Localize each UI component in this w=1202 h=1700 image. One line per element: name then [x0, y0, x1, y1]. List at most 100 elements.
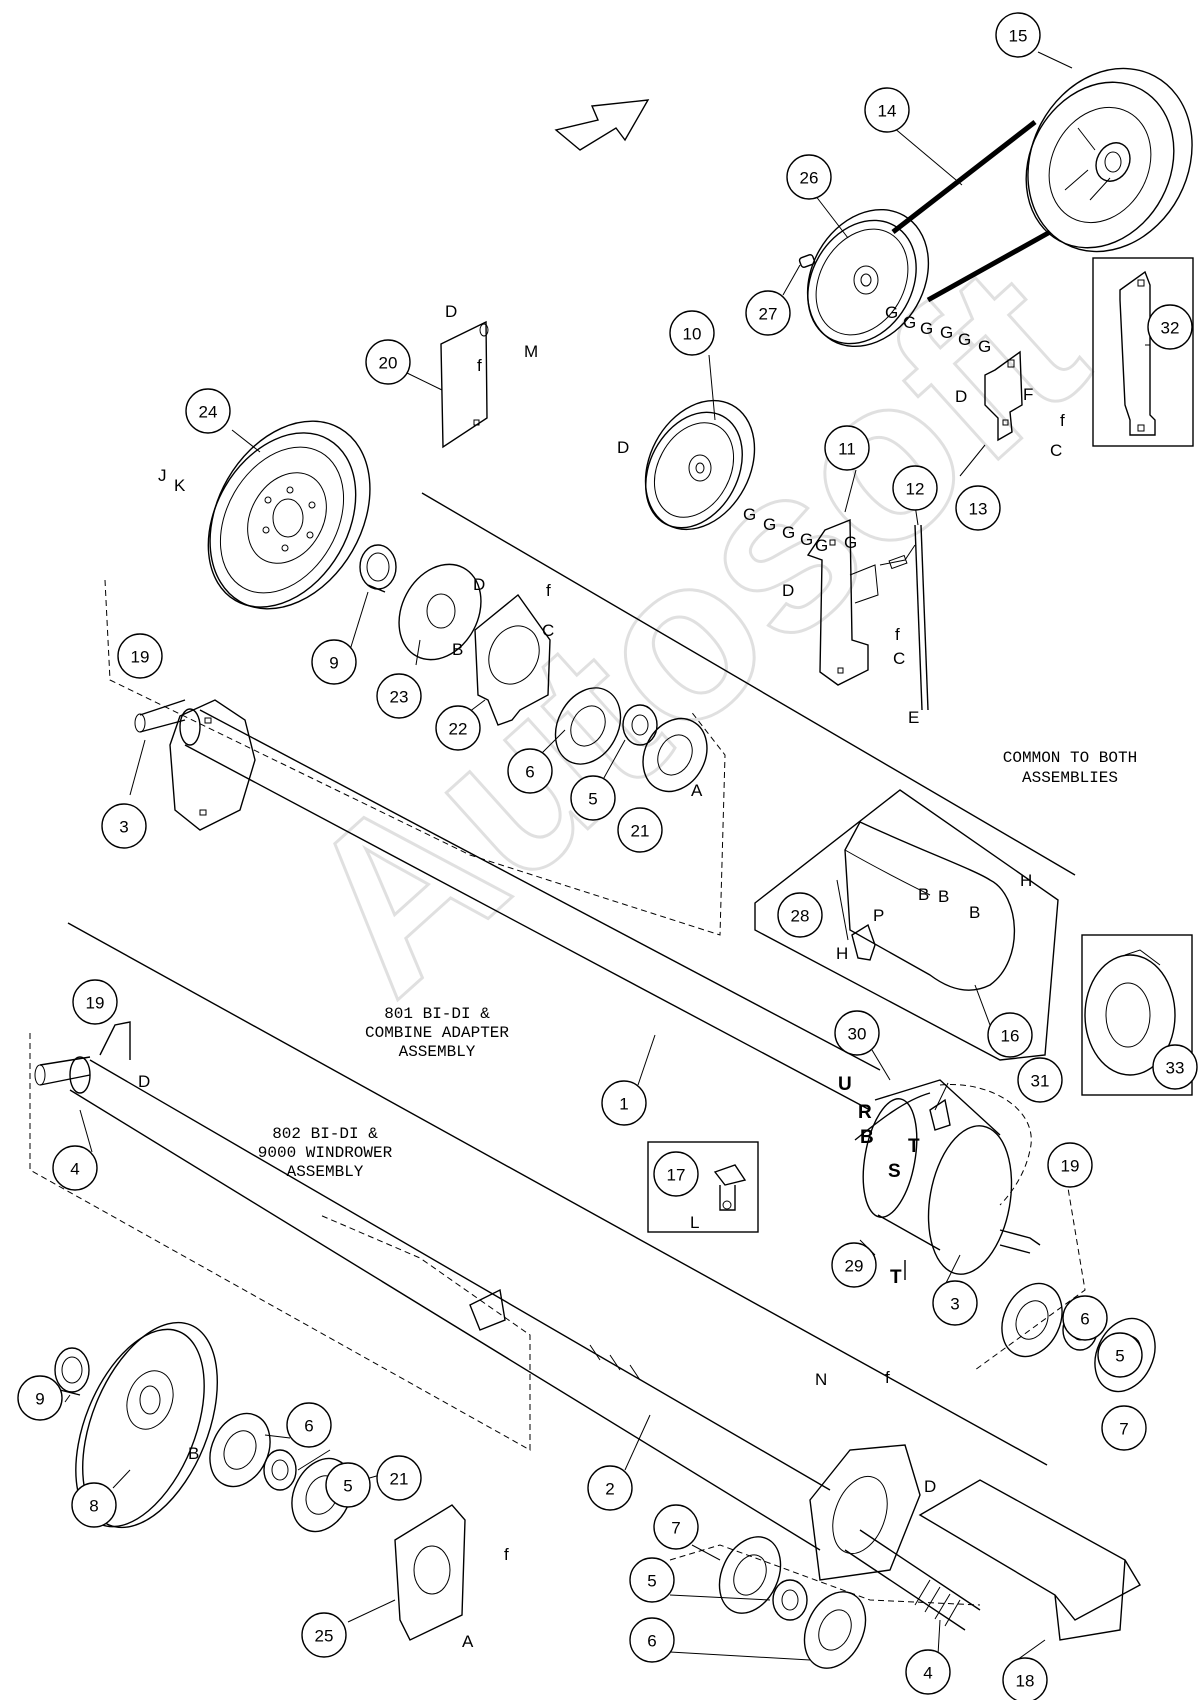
letter-label: C	[1050, 441, 1062, 460]
callout-3: 3	[101, 803, 147, 849]
plate-3-upper	[134, 699, 256, 831]
callout-6: 6	[629, 1617, 675, 1663]
callout-9: 9	[17, 1375, 63, 1421]
plate-20	[440, 320, 489, 449]
callout-circle	[286, 1402, 332, 1448]
letter-label: D	[445, 302, 457, 321]
shaft-1	[179, 708, 881, 1111]
callout-4: 4	[52, 1145, 98, 1191]
callout-11: 11	[824, 425, 870, 471]
callout-circle	[995, 12, 1041, 58]
callout-circle	[1047, 1142, 1093, 1188]
letter-label: G	[844, 533, 857, 552]
letter-label: B	[452, 640, 463, 659]
callout-circle	[1101, 1405, 1147, 1451]
letter-label: B	[969, 903, 980, 922]
plate-31	[929, 1098, 951, 1131]
callout-1: 1	[601, 1080, 647, 1126]
callout-circle	[629, 1617, 675, 1663]
callout-26: 26	[786, 154, 832, 200]
letter-label: C	[542, 621, 554, 640]
letter-label: G	[958, 330, 971, 349]
dashed-envelope-bottom	[669, 1544, 981, 1606]
callout-circle	[864, 87, 910, 133]
callout-circle	[955, 485, 1001, 531]
letter-label: C	[893, 649, 905, 668]
shield-16	[844, 821, 1016, 991]
letter-label: D	[955, 387, 967, 406]
callout-number: 4	[70, 1160, 79, 1179]
callout-number: 10	[683, 325, 702, 344]
callout-number: 1	[619, 1095, 628, 1114]
bracket-32	[1119, 270, 1156, 436]
callout-number: 26	[800, 169, 819, 188]
callout-number: 5	[343, 1477, 352, 1496]
callout-circle	[435, 705, 481, 751]
letter-label: H	[1020, 871, 1032, 890]
clip-17	[713, 1164, 747, 1211]
group-label-801: 801 BI-DI & COMBINE ADAPTER ASSEMBLY	[365, 1005, 509, 1061]
direction-arrow-icon	[554, 99, 650, 151]
callout-24: 24	[185, 388, 231, 434]
flange-21-upper	[642, 717, 708, 793]
callout-21: 21	[617, 807, 663, 853]
plate-25	[394, 1504, 466, 1641]
callout-circle	[601, 1080, 647, 1126]
callout-circle	[71, 1482, 117, 1528]
callout-number: 22	[449, 720, 468, 739]
svg-text:9000 WINDROWER: 9000 WINDROWER	[258, 1144, 393, 1162]
callout-number: 6	[647, 1632, 656, 1651]
callout-number: 19	[1061, 1157, 1080, 1176]
bold-letter-label: T	[908, 1136, 920, 1157]
group-label-common: COMMON TO BOTH ASSEMBLIES	[1003, 749, 1137, 787]
callout-6: 6	[286, 1402, 332, 1448]
separator-line-lower	[67, 922, 1048, 1466]
plate-n-lower	[809, 1444, 921, 1581]
callout-number: 14	[878, 102, 897, 121]
callout-number: 9	[329, 654, 338, 673]
callout-number: 11	[838, 440, 856, 459]
letter-label: G	[743, 505, 756, 524]
letter-label: f	[504, 1545, 509, 1564]
callout-number: 7	[1119, 1420, 1128, 1439]
letter-label: D	[473, 575, 485, 594]
callout-6: 6	[1062, 1295, 1108, 1341]
letter-label: B	[188, 1444, 199, 1463]
callout-circle	[301, 1612, 347, 1658]
callout-number: 15	[1009, 27, 1028, 46]
callout-31: 31	[1017, 1057, 1063, 1103]
callout-circle	[831, 1242, 877, 1288]
callout-10: 10	[669, 310, 715, 356]
letter-label: G	[763, 515, 776, 534]
callout-circle	[570, 775, 616, 821]
callout-number: 7	[671, 1519, 680, 1538]
callout-circle	[311, 639, 357, 685]
callout-19: 19	[1047, 1142, 1093, 1188]
callout-20: 20	[365, 339, 411, 385]
callout-circle	[629, 1557, 675, 1603]
letter-label: P	[873, 906, 884, 925]
dashed-envelope-lower-left	[29, 1033, 531, 1451]
callout-circle	[587, 1465, 633, 1511]
plate-4-lower	[34, 1021, 131, 1086]
callout-8: 8	[71, 1482, 117, 1528]
splined-shaft-4	[844, 1529, 981, 1631]
callout-circle	[365, 339, 411, 385]
callout-circle	[1152, 1044, 1198, 1090]
callout-number: 25	[315, 1627, 334, 1646]
callout-circle	[653, 1151, 699, 1197]
callout-number: 30	[848, 1025, 867, 1044]
callout-number: 19	[131, 648, 150, 667]
callout-18: 18	[1002, 1657, 1048, 1700]
callout-circle	[1017, 1057, 1063, 1103]
callout-14: 14	[864, 87, 910, 133]
callout-number: 27	[759, 305, 778, 324]
callout-number: 33	[1166, 1059, 1185, 1078]
flange-6-bottom	[803, 1591, 867, 1669]
letter-label: D	[782, 581, 794, 600]
letter-label: D	[138, 1072, 150, 1091]
letter-label: G	[940, 323, 953, 342]
callout-circle	[17, 1375, 63, 1421]
plate-33	[1084, 949, 1176, 1076]
callout-27: 27	[745, 290, 791, 336]
